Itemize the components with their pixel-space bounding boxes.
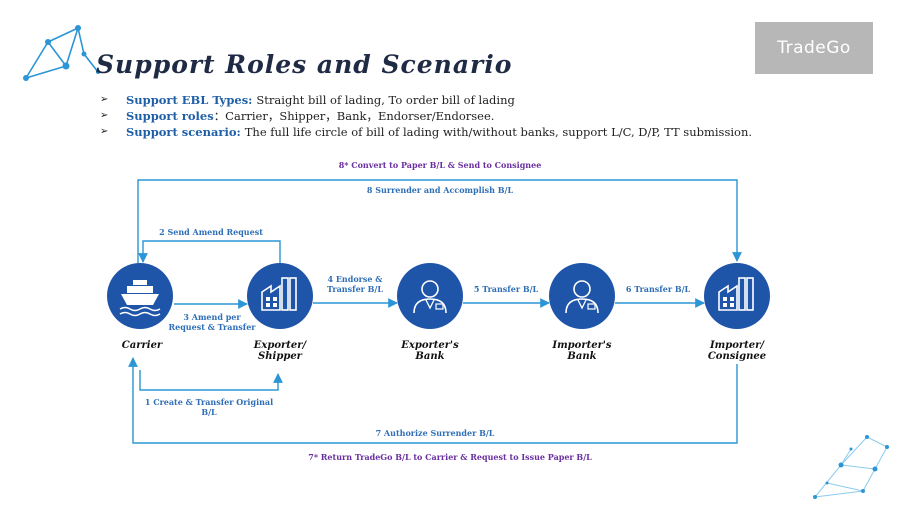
network-decoration-top-left xyxy=(23,25,100,81)
bullet-key: Support EBL Types: xyxy=(126,93,253,107)
edge-7 xyxy=(128,357,738,444)
edge-label-e7: 7 Authorize Surrender B/L xyxy=(376,428,495,438)
banker-icon xyxy=(413,280,447,314)
edge-2 xyxy=(138,240,281,263)
bullet-value: The full life circle of bill of lading w… xyxy=(244,125,753,139)
bullet-item: ➢ Support scenario: The full life circle… xyxy=(100,124,752,140)
edge-label-e6: 6 Transfer B/L xyxy=(626,284,691,294)
bullet-value: Straight bill of lading, To order bill o… xyxy=(256,93,515,107)
edge-label-e2: 2 Send Amend Request xyxy=(159,227,263,237)
node-circle xyxy=(549,263,615,329)
network-decoration-bottom-right xyxy=(813,435,889,499)
ship-icon xyxy=(119,280,161,317)
edge-8star xyxy=(137,179,742,263)
page-title: Support Roles and Scenario xyxy=(96,50,513,79)
arrow-bullet-icon: ➢ xyxy=(100,110,109,121)
arrow-bullet-icon: ➢ xyxy=(100,94,109,105)
edge-label-e4: 4 Endorse &Transfer B/L xyxy=(327,274,383,294)
node-carrier: Carrier xyxy=(107,263,173,351)
node-circle xyxy=(397,263,463,329)
node-exporter: Exporter/Shipper xyxy=(247,263,313,362)
edge-1 xyxy=(139,370,283,391)
tradego-logo: TradeGo xyxy=(755,22,873,74)
bullet-key: Support scenario: xyxy=(126,125,241,139)
bullet-item: ➢ Support roles：Carrier，Shipper，Bank，End… xyxy=(100,108,752,124)
bullet-value: ：Carrier，Shipper，Bank，Endorser/Endorsee. xyxy=(213,109,495,123)
banker-icon xyxy=(565,280,599,314)
logo-text: TradeGo xyxy=(777,38,851,58)
bullet-item: ➢ Support EBL Types: Straight bill of la… xyxy=(100,92,752,108)
edge-label-e8star: 8* Convert to Paper B/L & Send to Consig… xyxy=(339,160,542,170)
edge-label-e8: 8 Surrender and Accomplish B/L xyxy=(367,185,514,195)
node-label: Importer/Consignee xyxy=(708,340,766,362)
arrow-bullet-icon: ➢ xyxy=(100,126,109,137)
factory-icon xyxy=(718,277,754,311)
edge-label-e5: 5 Transfer B/L xyxy=(474,284,539,294)
factory-icon xyxy=(261,277,297,311)
node-label: Carrier xyxy=(122,340,163,351)
bullet-list: ➢ Support EBL Types: Straight bill of la… xyxy=(100,92,752,140)
edge-label-e7star: 7* Return TradeGo B/L to Carrier & Reque… xyxy=(308,452,592,462)
node-label: Exporter/Shipper xyxy=(253,340,308,362)
node-importer: Importer/Consignee xyxy=(704,263,770,362)
bullet-key: Support roles xyxy=(126,109,214,123)
